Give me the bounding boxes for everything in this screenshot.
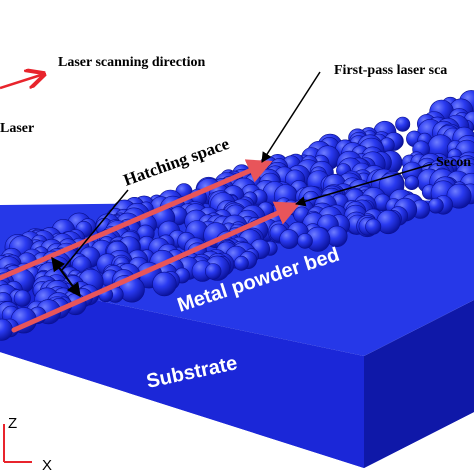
second-pass-leader — [294, 163, 433, 207]
powder-particle — [205, 263, 222, 280]
powder-particle — [279, 229, 299, 249]
hatching-space-leader — [61, 189, 129, 271]
laser-scanning-direction-label: Laser scanning direction — [58, 55, 205, 70]
laser-label: Laser — [0, 121, 34, 136]
first-pass-laser-track — [0, 159, 273, 281]
laser-scanning-direction-arrow — [0, 74, 44, 90]
powder-particle — [365, 218, 382, 235]
axis-indicator: Z X — [3, 415, 52, 474]
second-pass-laser-track — [11, 201, 301, 333]
powder-particle — [13, 289, 31, 307]
axis-x-label: X — [42, 457, 52, 474]
axis-z-label: Z — [8, 415, 17, 432]
first-pass-label: First-pass laser sca — [334, 63, 447, 78]
powder-particle — [428, 197, 444, 214]
hatching-space-arrow — [51, 256, 81, 298]
powder-particle — [404, 175, 420, 190]
first-pass-leader — [261, 71, 321, 163]
powder-particle — [233, 255, 249, 271]
powder-particle — [297, 233, 313, 249]
second-pass-label: Secon — [436, 155, 471, 170]
powder-particle — [152, 271, 177, 297]
powder-particle — [395, 116, 411, 132]
